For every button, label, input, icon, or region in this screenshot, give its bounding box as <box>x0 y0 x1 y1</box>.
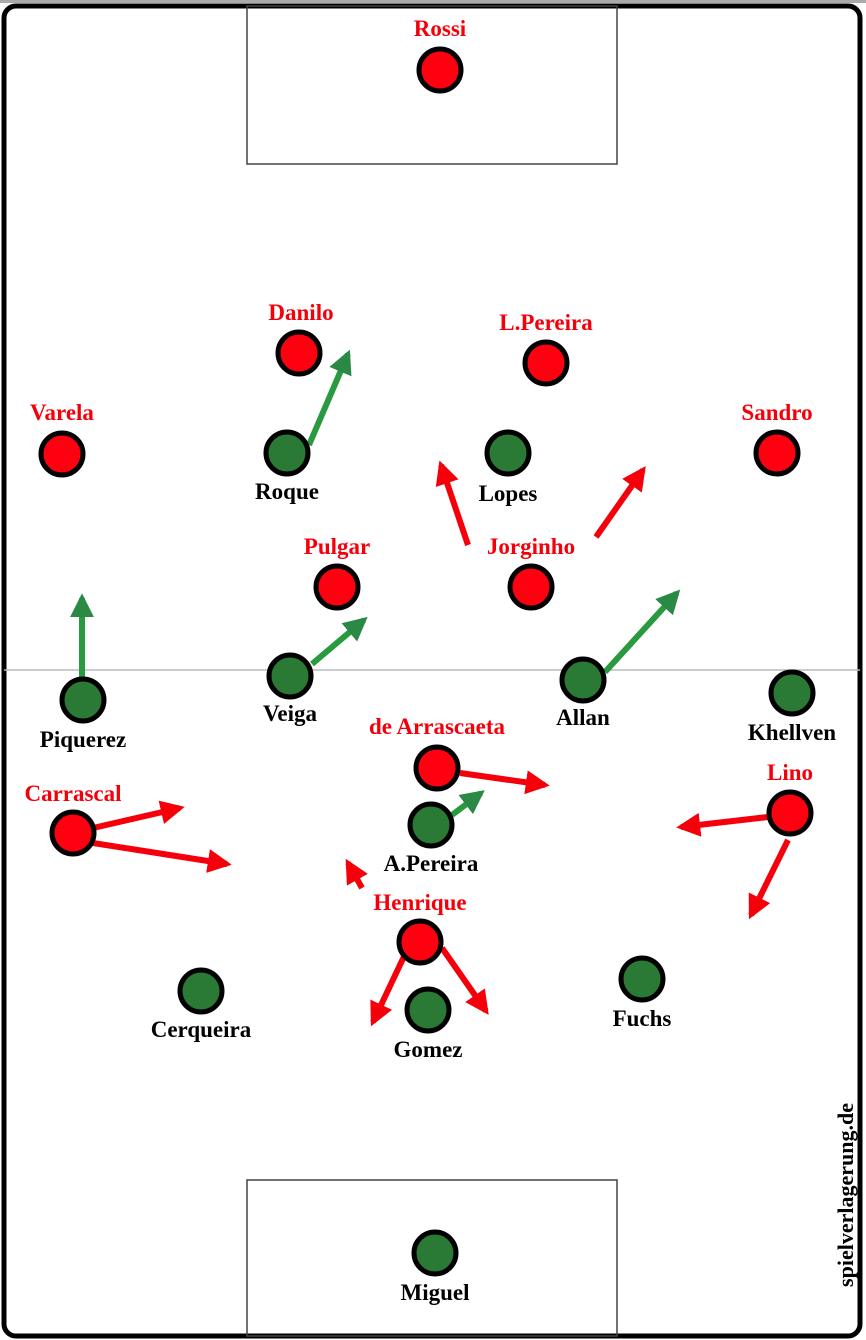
label-varela: Varela <box>30 400 94 425</box>
player-piquerez <box>59 676 107 724</box>
player-apereira <box>407 801 455 849</box>
label-allan: Allan <box>556 705 610 730</box>
top-edge <box>0 0 866 3</box>
arrow-lino-left <box>676 812 769 837</box>
label-apereira: A.Pereira <box>384 851 479 876</box>
label-arrascaeta: de Arrascaeta <box>369 714 506 739</box>
player-rossi <box>416 46 464 94</box>
red-arrows <box>92 460 791 1027</box>
label-pulgar: Pulgar <box>304 534 370 559</box>
label-veiga: Veiga <box>263 701 318 726</box>
player-lpereira <box>522 339 570 387</box>
player-henrique <box>396 918 444 966</box>
arrow-henrique-up <box>345 858 368 890</box>
pitch-border <box>1 3 863 1339</box>
player-lino <box>766 789 814 837</box>
label-jorginho: Jorginho <box>487 534 575 559</box>
player-gomez <box>404 986 452 1034</box>
player-cerqueira <box>177 967 225 1015</box>
red-team: Rossi Danilo L.Pereira Varela Sandro Pul… <box>24 16 814 966</box>
player-danilo <box>275 329 323 377</box>
watermark: spielverlagerung.de <box>833 1103 858 1287</box>
label-roque: Roque <box>255 479 319 504</box>
arrow-jorginho-left <box>435 460 471 546</box>
arrow-roque <box>306 349 352 447</box>
player-allan <box>559 656 607 704</box>
player-arrascaeta <box>413 744 461 792</box>
top-penalty-box <box>246 5 618 165</box>
label-sandro: Sandro <box>741 400 812 425</box>
label-miguel: Miguel <box>401 1280 470 1305</box>
player-varela <box>38 430 86 478</box>
arrow-apereira <box>450 790 485 818</box>
arrow-henrique-left <box>370 946 411 1027</box>
label-gomez: Gomez <box>394 1037 463 1062</box>
label-henrique: Henrique <box>373 890 466 915</box>
arrow-jorginho-right <box>593 466 646 539</box>
player-fuchs <box>618 955 666 1003</box>
player-miguel <box>411 1229 459 1277</box>
label-lino: Lino <box>767 760 813 785</box>
arrow-arrascaeta <box>459 770 550 795</box>
label-danilo: Danilo <box>268 300 333 325</box>
arrow-allan <box>602 589 681 675</box>
label-lopes: Lopes <box>479 481 538 506</box>
label-carrascal: Carrascal <box>24 781 121 806</box>
label-cerqueira: Cerqueira <box>151 1017 252 1042</box>
green-team: Roque Lopes Piquerez Veiga Allan Khellve… <box>40 429 836 1305</box>
player-veiga <box>266 652 314 700</box>
player-carrascal <box>49 809 97 857</box>
bottom-penalty-box <box>246 1179 618 1337</box>
label-lpereira: L.Pereira <box>499 310 593 335</box>
player-sandro <box>753 429 801 477</box>
player-jorginho <box>507 563 555 611</box>
label-rossi: Rossi <box>414 16 467 41</box>
arrow-carrascal-right <box>92 840 232 873</box>
arrow-carrascal-up <box>92 800 185 831</box>
arrow-henrique-right <box>439 946 489 1015</box>
arrow-veiga <box>310 616 368 667</box>
label-khellven: Khellven <box>748 720 836 745</box>
label-piquerez: Piquerez <box>40 727 126 752</box>
label-fuchs: Fuchs <box>613 1006 672 1031</box>
player-pulgar <box>313 563 361 611</box>
player-lopes <box>484 429 532 477</box>
arrow-lino-down <box>748 838 791 920</box>
green-arrows <box>70 349 681 818</box>
player-roque <box>263 429 311 477</box>
player-khellven <box>768 669 816 717</box>
